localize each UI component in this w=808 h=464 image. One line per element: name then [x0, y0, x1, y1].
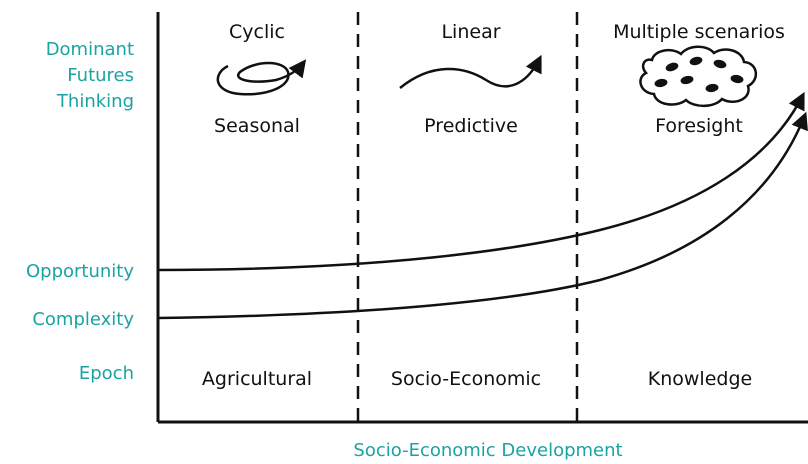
thinking-type-cyclic: Cyclic: [229, 21, 285, 43]
row-label-epoch: Epoch: [79, 363, 134, 384]
row-label-complexity: Complexity: [32, 309, 134, 330]
epoch-socio-economic: Socio-Economic: [391, 368, 541, 390]
epoch-knowledge: Knowledge: [648, 368, 752, 390]
x-axis-label: Socio-Economic Development: [353, 440, 622, 461]
complexity-curve: [157, 111, 808, 320]
row-label-futures: Futures: [67, 65, 134, 86]
approach-seasonal: Seasonal: [214, 115, 300, 137]
opportunity-curve: [157, 91, 805, 272]
approach-foresight: Foresight: [655, 115, 743, 137]
thinking-type-linear: Linear: [441, 21, 500, 43]
wavy-line-arrow-icon: [399, 54, 542, 89]
approach-predictive: Predictive: [424, 115, 518, 137]
row-label-dominant: Dominant: [46, 39, 134, 60]
cyclic-loop-arrow-icon: [216, 59, 307, 96]
row-label-opportunity: Opportunity: [26, 261, 134, 282]
scenario-cloud-icon: [639, 45, 757, 108]
row-label-thinking: Thinking: [56, 91, 134, 112]
epoch-agricultural: Agricultural: [202, 368, 312, 390]
thinking-type-multiple-scenarios: Multiple scenarios: [613, 21, 785, 43]
